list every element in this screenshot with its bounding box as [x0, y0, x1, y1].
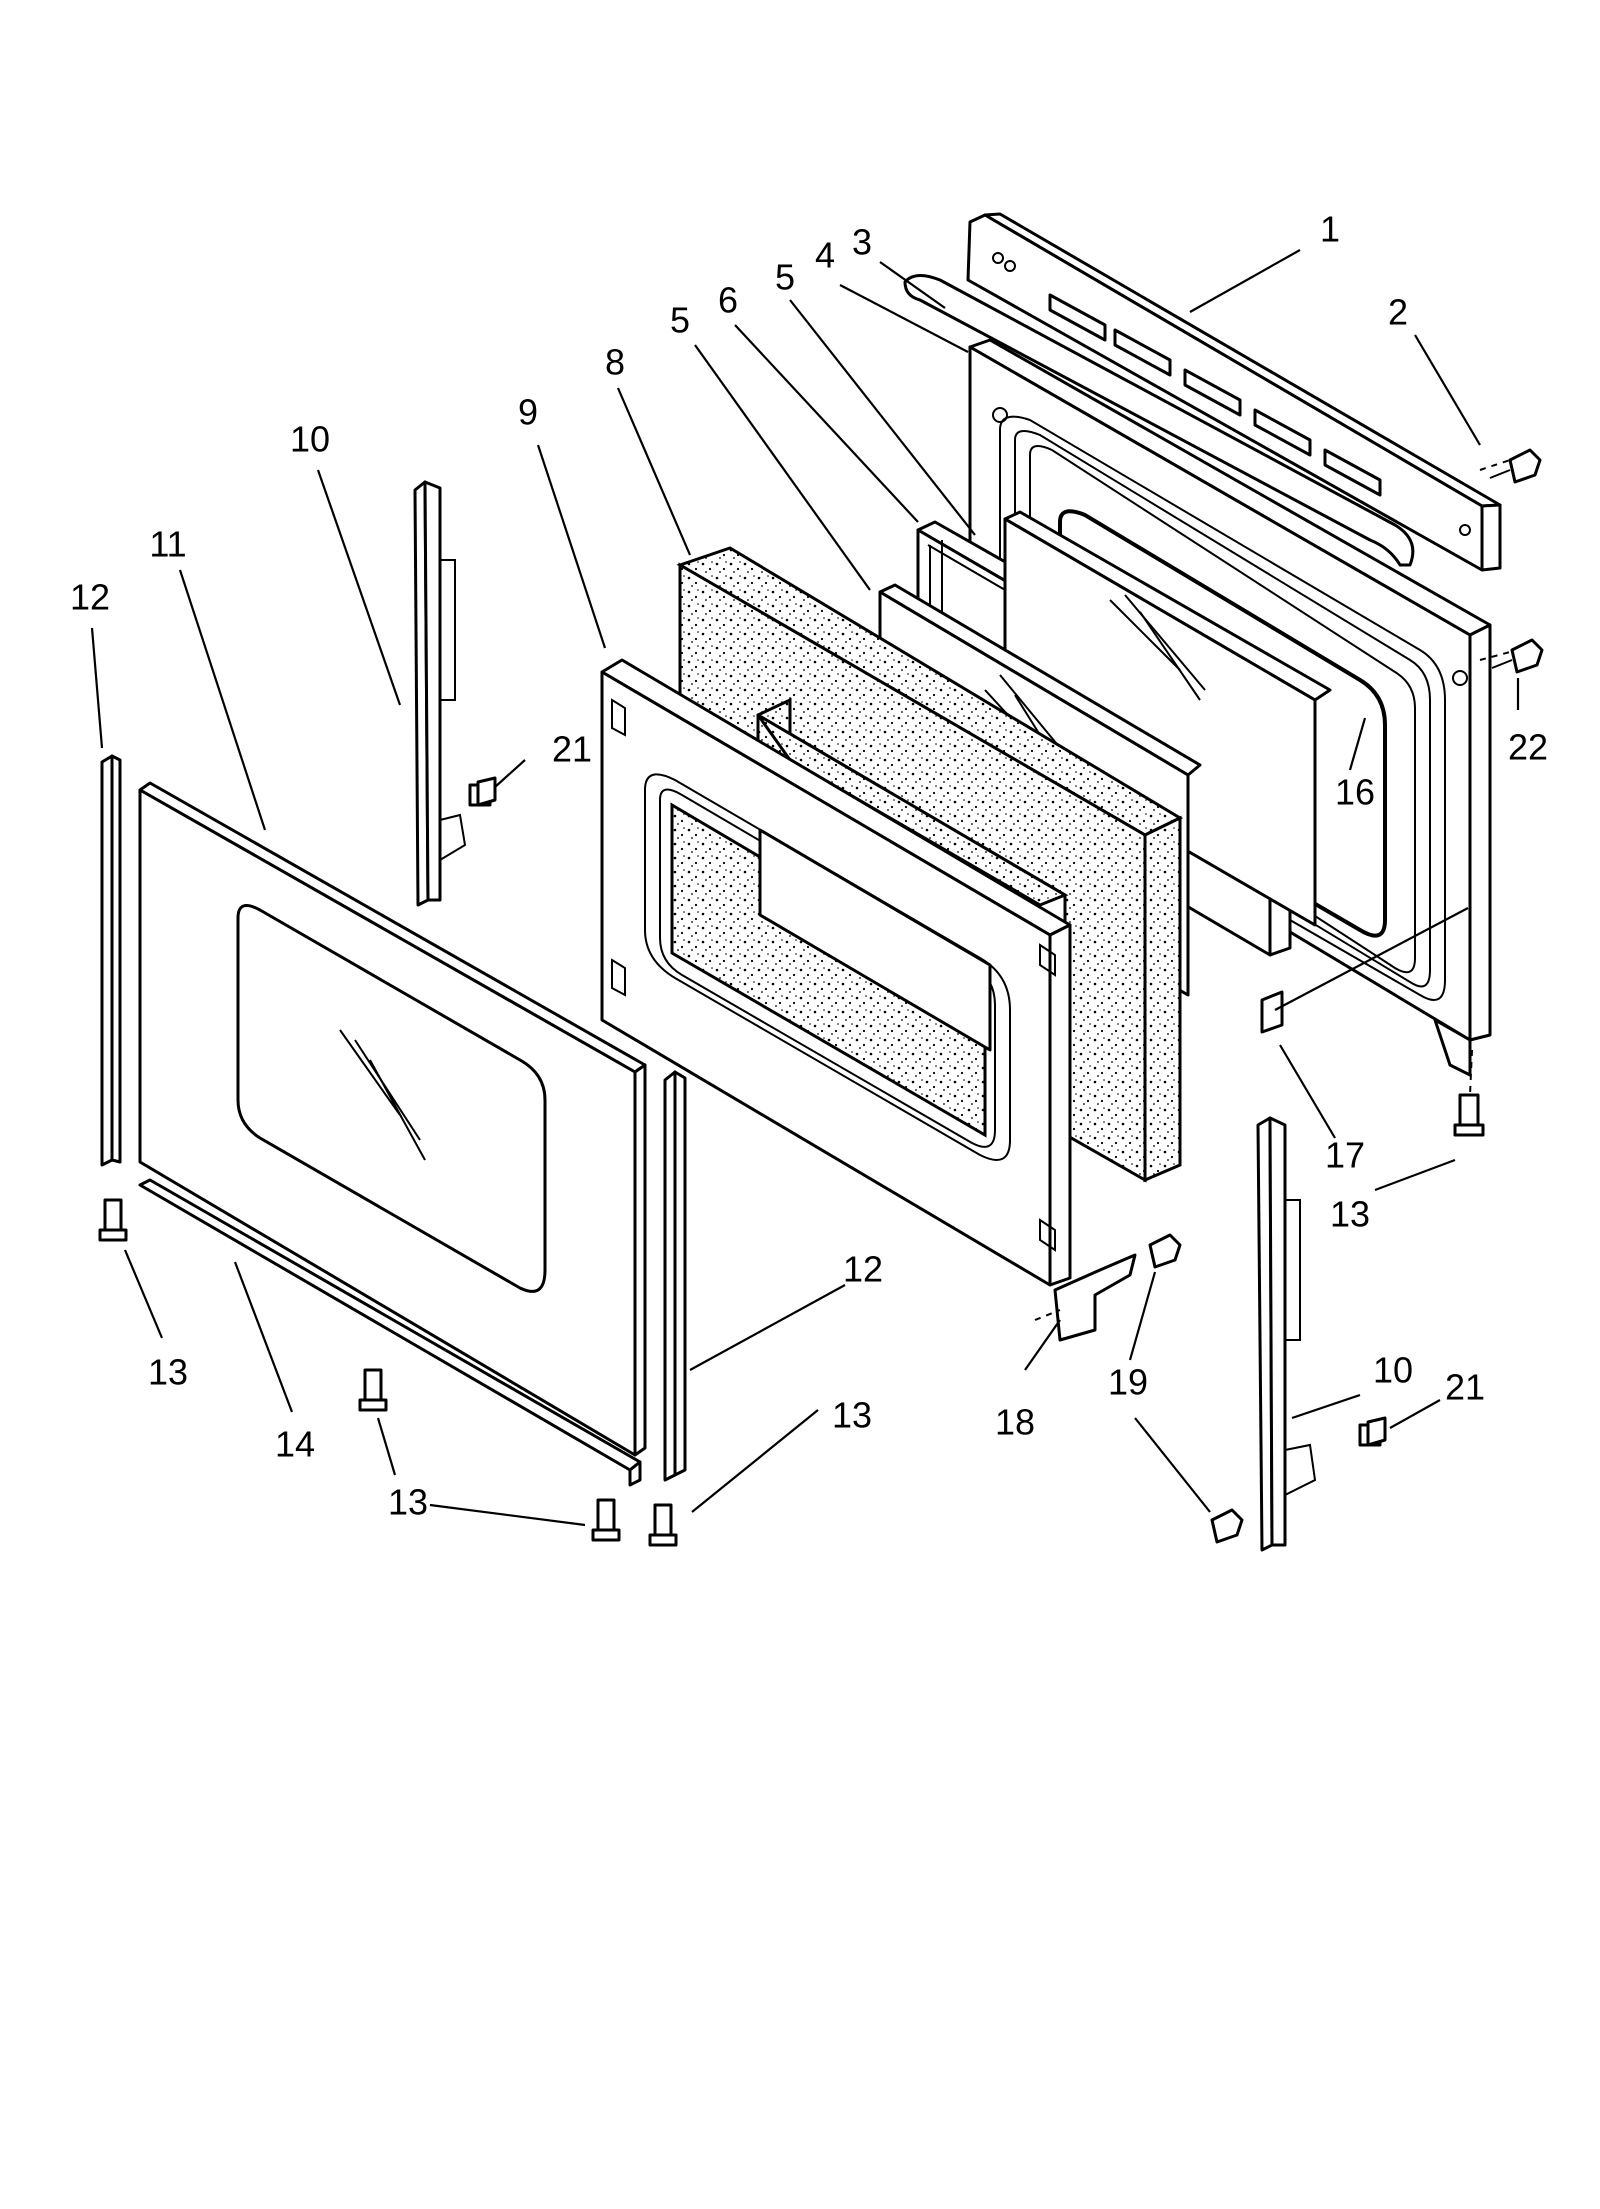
- callout-22: 22: [1508, 727, 1548, 768]
- callout-12-left: 12: [70, 577, 110, 618]
- callout-1: 1: [1320, 209, 1340, 250]
- callout-9: 9: [518, 392, 538, 433]
- callout-21-lower: 21: [1445, 1367, 1485, 1408]
- callout-18: 18: [995, 1402, 1035, 1443]
- callout-3: 3: [852, 222, 872, 263]
- callout-14: 14: [275, 1424, 315, 1465]
- bottom-trim-part: [138, 1178, 642, 1487]
- bracket-18: [1053, 1253, 1137, 1342]
- callout-13-bottom-c: 13: [832, 1395, 872, 1436]
- screw-2: [1489, 448, 1542, 484]
- vent-trim-part: [966, 212, 1502, 572]
- callout-10-upper: 10: [290, 419, 330, 460]
- callout-13-right: 13: [1330, 1194, 1370, 1235]
- bracket-17: [1260, 990, 1284, 1034]
- callout-12-right: 12: [843, 1249, 883, 1290]
- callout-4: 4: [815, 235, 835, 276]
- screw-13-bottom-c: [648, 1503, 678, 1547]
- screw-22: [1491, 638, 1544, 674]
- rear-glass-panel-part: [1003, 510, 1332, 927]
- upper-hinge-part: [413, 480, 467, 907]
- callout-10-lower: 10: [1373, 1350, 1413, 1391]
- screw-13-bottom-a: [358, 1368, 388, 1412]
- callout-5-front: 5: [670, 300, 690, 341]
- right-side-trim-part: [663, 1070, 687, 1482]
- leader-lines: [90, 249, 1520, 1527]
- callout-5-rear: 5: [775, 257, 795, 298]
- callout-6: 6: [718, 280, 738, 321]
- screw-13-bottom-b: [591, 1498, 621, 1542]
- callout-13-left: 13: [148, 1352, 188, 1393]
- callout-16: 16: [1335, 772, 1375, 813]
- screw-13-right: [1453, 1093, 1485, 1137]
- callout-2: 2: [1388, 292, 1408, 333]
- clip-21-upper: [468, 776, 497, 807]
- outer-door-panel-part: [138, 781, 647, 1457]
- screw-19-lower: [1210, 1508, 1244, 1544]
- screw-13-left: [98, 1198, 128, 1242]
- callout-11: 11: [149, 524, 186, 565]
- clip-21-lower: [1358, 1416, 1387, 1447]
- callout-13-bottom-a: 13: [388, 1482, 428, 1523]
- door-inner-frame-part: [600, 658, 1072, 1287]
- callout-19: 19: [1108, 1362, 1148, 1403]
- callout-8: 8: [605, 342, 625, 383]
- door-handle-part: [903, 274, 1415, 567]
- screw-19-upper: [1148, 1233, 1182, 1269]
- callout-21-upper: 21: [552, 729, 592, 770]
- callout-17: 17: [1325, 1135, 1365, 1176]
- left-side-trim-part: [100, 754, 122, 1167]
- lower-hinge-part: [1256, 1116, 1317, 1552]
